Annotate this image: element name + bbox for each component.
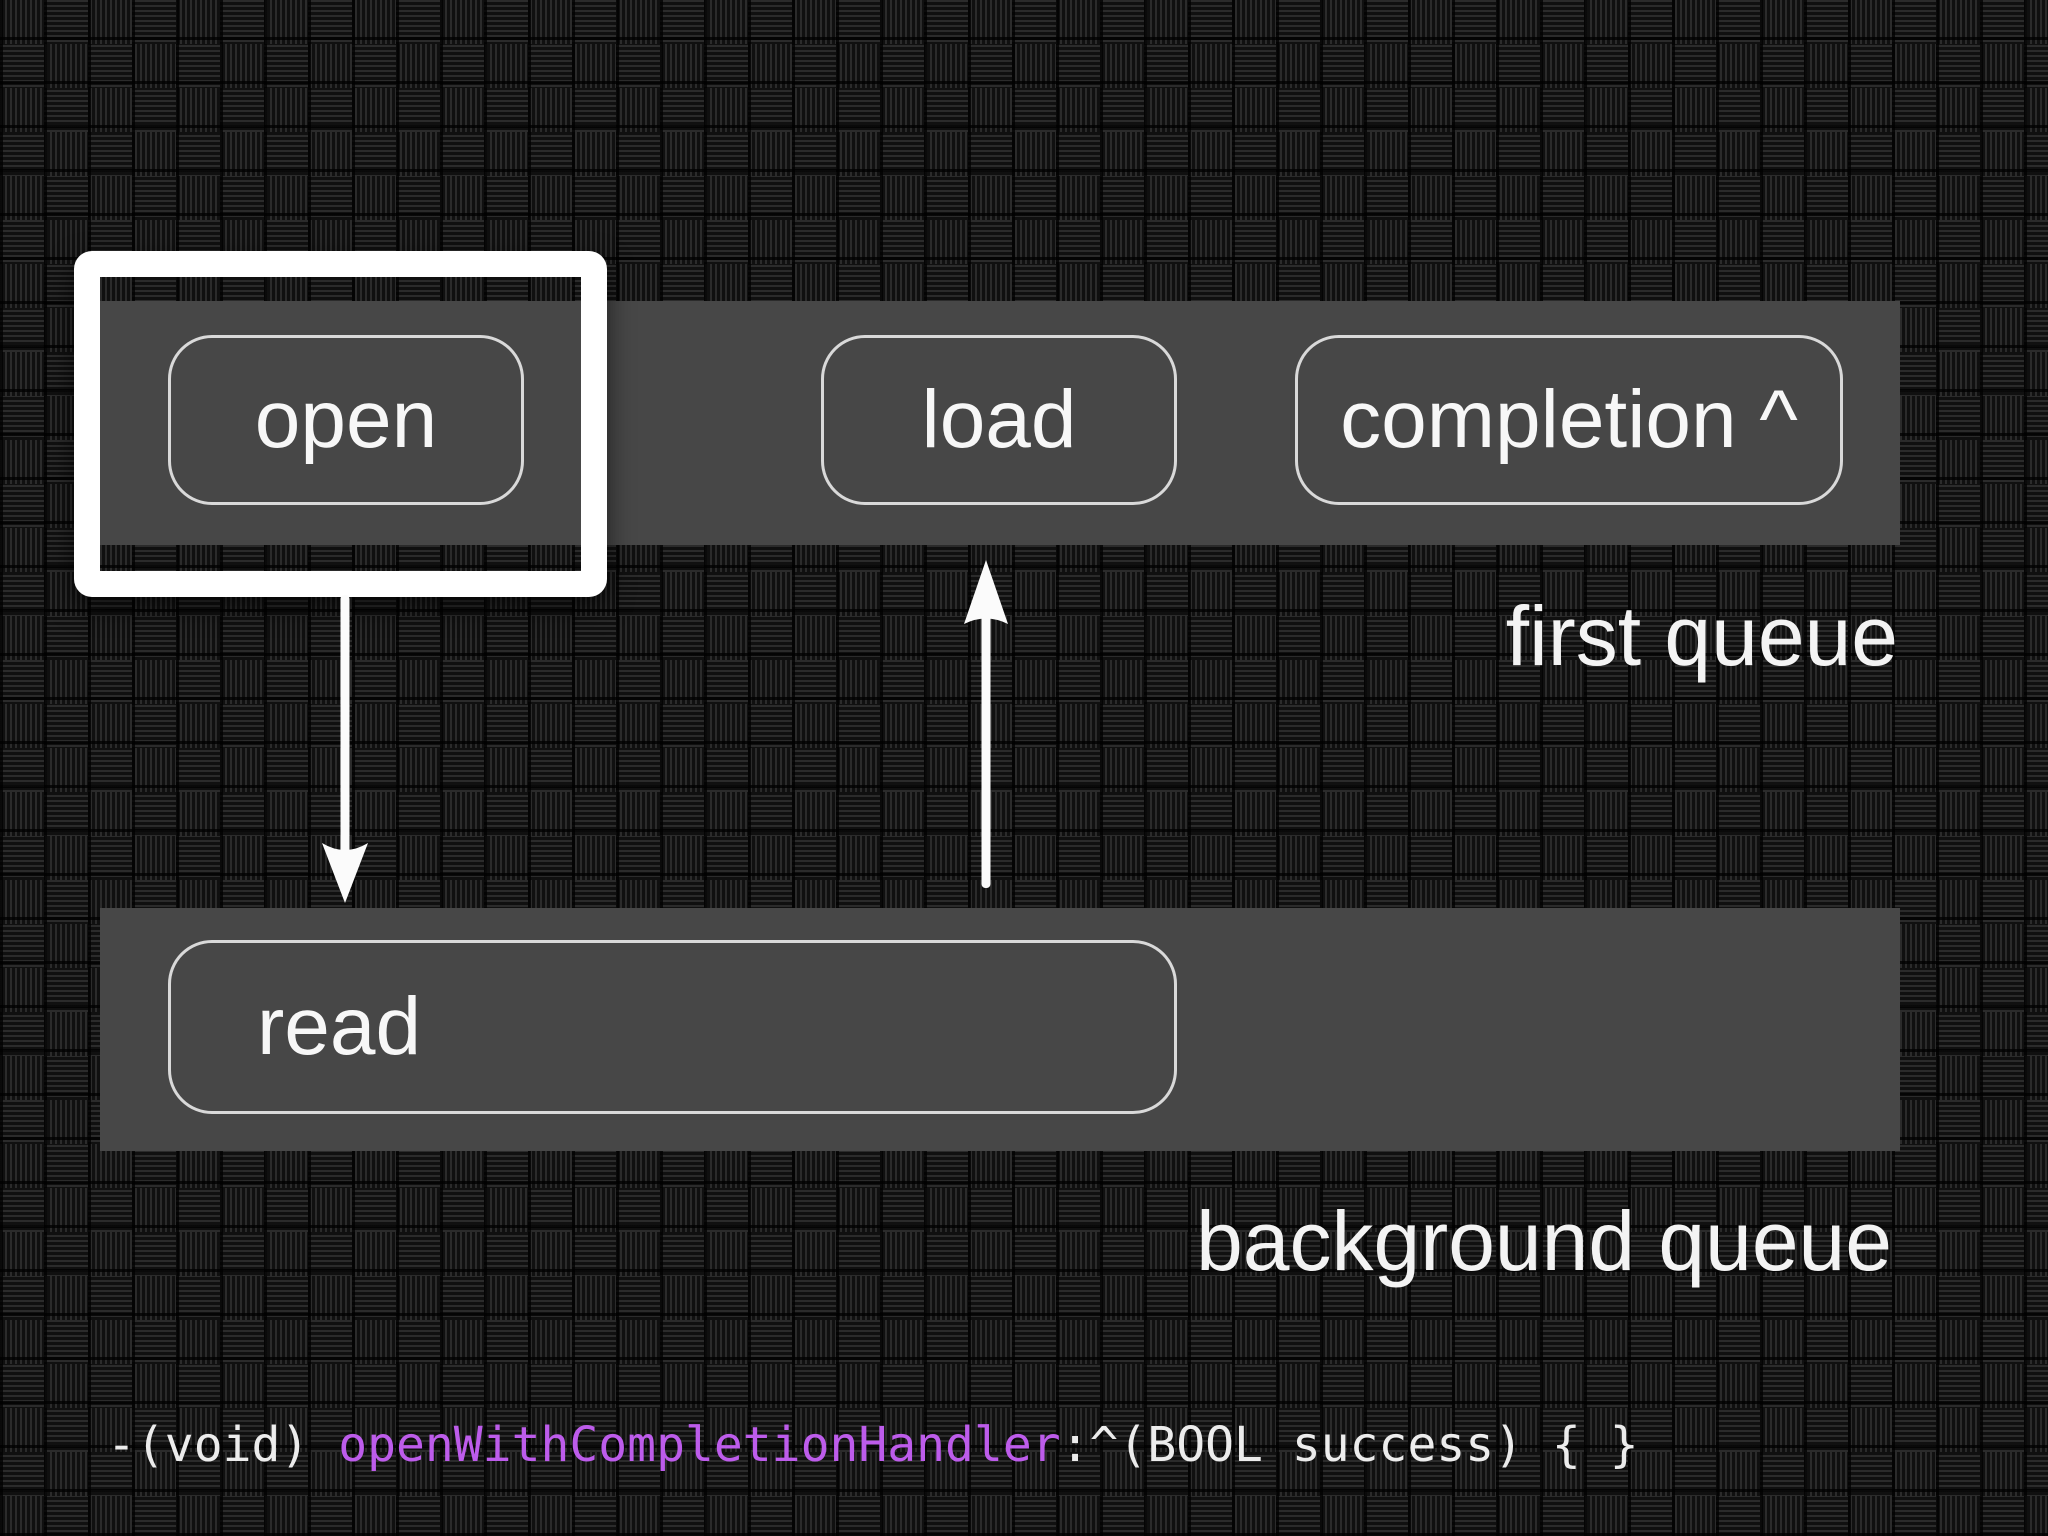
completion-task-box: completion ^ — [1295, 335, 1843, 505]
read-task-label: read — [257, 981, 422, 1072]
load-task-box: load — [821, 335, 1177, 505]
code-signature: :^(BOOL success) { } — [1060, 1417, 1639, 1473]
background-queue-label: background queue — [1196, 1194, 1892, 1288]
completion-task-label: completion ^ — [1340, 374, 1798, 465]
open-task-box: open — [168, 335, 524, 505]
open-task-label: open — [254, 374, 438, 465]
code-method-name: openWithCompletionHandler — [338, 1417, 1061, 1473]
arrow-down-icon — [322, 595, 368, 903]
code-line: -(void) openWithCompletionHandler:^(BOOL… — [107, 1414, 1639, 1476]
load-task-label: load — [921, 374, 1077, 465]
arrow-up-icon — [964, 560, 1008, 888]
code-return-type: -(void) — [107, 1417, 339, 1473]
first-queue-label: first queue — [1505, 589, 1898, 683]
highlight-frame — [74, 251, 607, 597]
background-queue-bar — [100, 908, 1900, 1151]
read-task-box: read — [168, 940, 1177, 1114]
